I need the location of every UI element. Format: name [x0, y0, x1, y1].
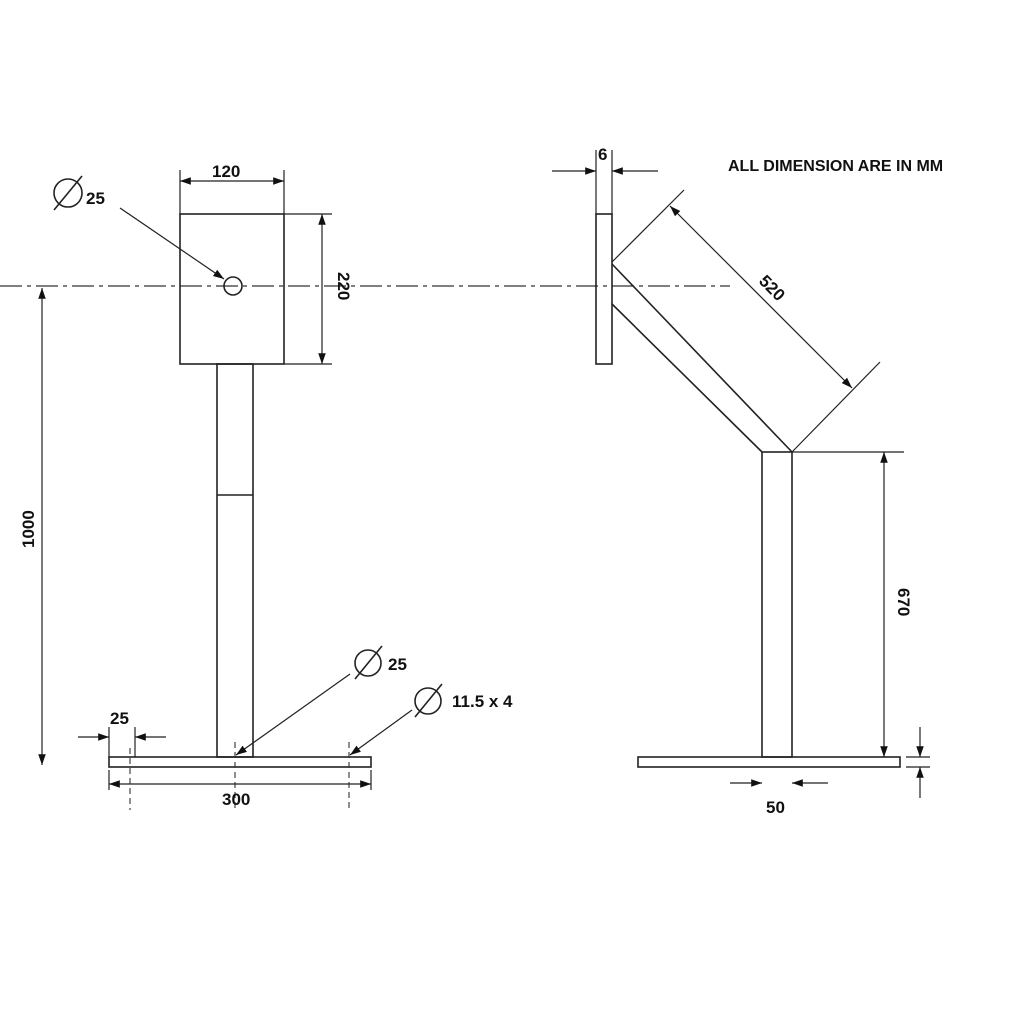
dim-base-holes: 11.5 x 4	[452, 692, 513, 711]
dim-plate-hole: 25	[86, 189, 105, 208]
post	[216, 363, 254, 758]
base-plate	[108, 756, 372, 768]
units-note: ALL DIMENSION ARE IN MM	[728, 158, 943, 175]
side-view: 6 520 670 50	[552, 145, 930, 817]
side-base-plate	[637, 756, 901, 768]
dim-arm-length: 520	[755, 271, 788, 304]
front-view: 120 220 1000 25 25 11.5 x 4 25	[19, 162, 513, 810]
dim-plate-width: 120	[212, 162, 240, 181]
dim-post-hole: 25	[388, 655, 407, 674]
diameter-icon	[354, 645, 383, 680]
dim-overall-height: 1000	[19, 510, 38, 548]
dim-hole-offset: 25	[110, 709, 129, 728]
dim-plate-height: 220	[334, 272, 353, 300]
diameter-icon	[414, 683, 443, 718]
arm-lower-edge	[611, 303, 763, 453]
diameter-icon	[53, 175, 83, 211]
dim-plate-thickness: 6	[598, 145, 607, 164]
wall-plate	[595, 213, 613, 365]
dim-post-height: 670	[894, 588, 913, 616]
dim-post-width: 50	[766, 798, 785, 817]
plate-hole	[223, 276, 243, 296]
mounting-plate	[179, 213, 285, 365]
dim-base-width: 300	[222, 790, 250, 809]
side-post	[761, 451, 793, 758]
